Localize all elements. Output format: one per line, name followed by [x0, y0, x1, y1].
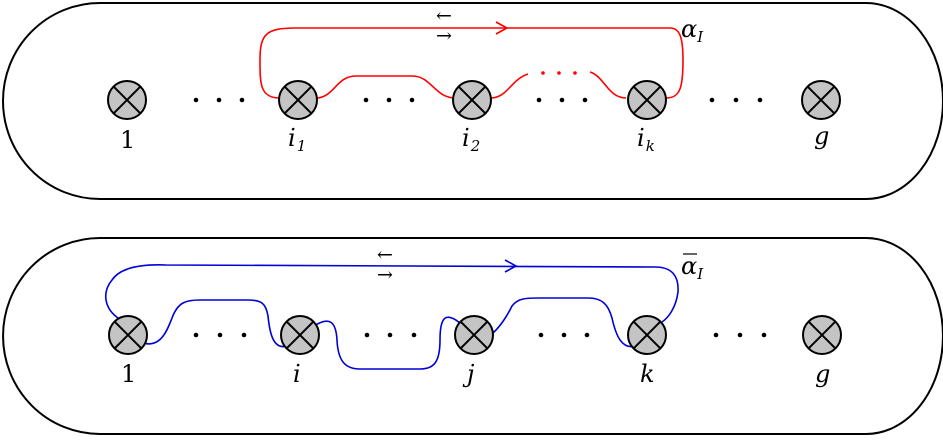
top-right-arrow: →	[436, 25, 452, 47]
crosscap-icon	[454, 315, 494, 355]
top-curve-label: αI	[681, 15, 704, 46]
top-curve-direction-arrowhead	[495, 21, 509, 35]
crosscap-icon	[627, 315, 667, 355]
top-crosscap-label: g	[814, 122, 829, 150]
bottom-crosscap-label: j	[462, 360, 475, 388]
bottom-right-arrow: →	[377, 264, 393, 286]
crosscap-icon	[280, 315, 320, 355]
bottom-panel: ← → αI 1 i j k g	[2, 237, 943, 435]
bottom-crosscap-label: g	[815, 360, 830, 388]
top-red-ellipsis	[541, 71, 577, 75]
bottom-crosscap-label: k	[640, 360, 655, 388]
crosscap-icon	[452, 80, 492, 120]
crosscap-icon	[627, 80, 667, 120]
top-surface-outline	[2, 1, 943, 200]
crosscap-icon	[108, 315, 148, 355]
crosscap-icon	[278, 80, 318, 120]
top-panel: ← → αI 1 i1 i2 ik	[2, 1, 943, 200]
bottom-surface-outline	[2, 237, 943, 435]
bottom-curve-direction-arrowhead	[504, 259, 518, 273]
top-curve-alpha-i	[259, 27, 684, 99]
bottom-crosscap-label: 1	[121, 360, 136, 388]
crosscap-icon	[107, 80, 147, 120]
crosscap-icon	[802, 315, 842, 355]
bottom-ellipses	[193, 332, 767, 338]
top-crosscap-label: i1	[288, 124, 306, 155]
bottom-curve-label: αI	[681, 252, 704, 283]
bottom-left-arrow: ←	[377, 244, 393, 266]
top-crosscap-label: 1	[120, 126, 135, 154]
bottom-curve-alpha-bar-i	[105, 264, 679, 370]
top-crosscap-label: i2	[462, 124, 480, 155]
top-left-arrow: ←	[436, 5, 452, 27]
bottom-crosscap-label: i	[293, 360, 301, 388]
top-ellipses	[193, 97, 763, 103]
top-crosscap-label: ik	[637, 124, 655, 155]
svg-text:αI: αI	[681, 252, 704, 283]
crosscap-icon	[801, 80, 841, 120]
